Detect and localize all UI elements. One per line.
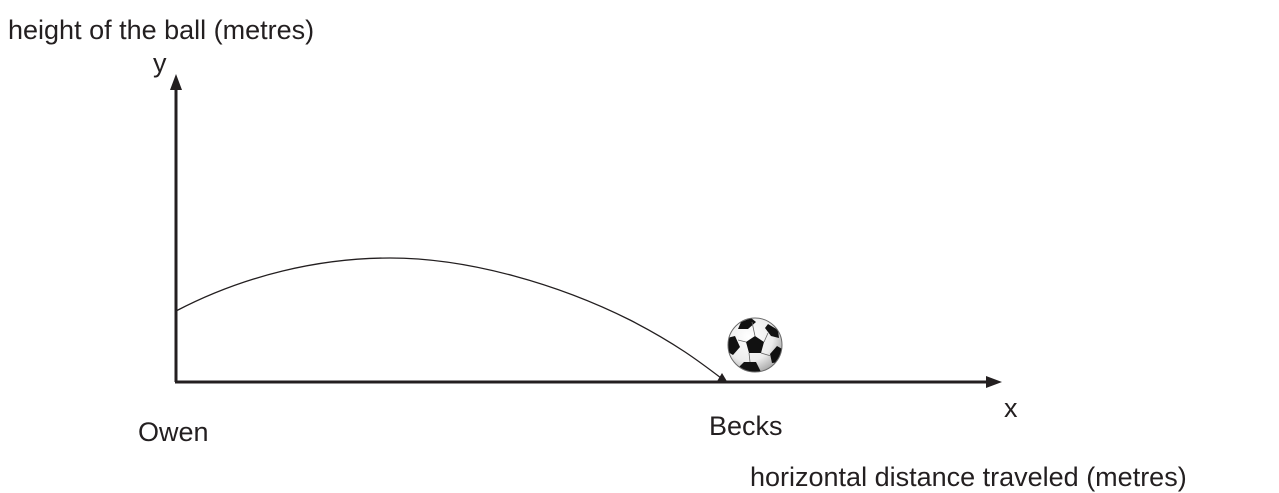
soccer-ball-icon <box>726 318 784 373</box>
start-player-label: Owen <box>138 417 209 447</box>
landing-marker <box>716 373 728 383</box>
x-axis-arrowhead <box>986 376 1002 388</box>
y-axis-symbol: y <box>153 48 167 78</box>
y-axis-title: height of the ball (metres) <box>8 15 314 45</box>
x-axis-symbol: x <box>1004 393 1018 423</box>
end-player-label: Becks <box>709 411 783 441</box>
y-axis-arrowhead <box>170 74 182 90</box>
ball-trajectory <box>176 258 721 378</box>
x-axis-title: horizontal distance traveled (metres) <box>750 462 1187 492</box>
